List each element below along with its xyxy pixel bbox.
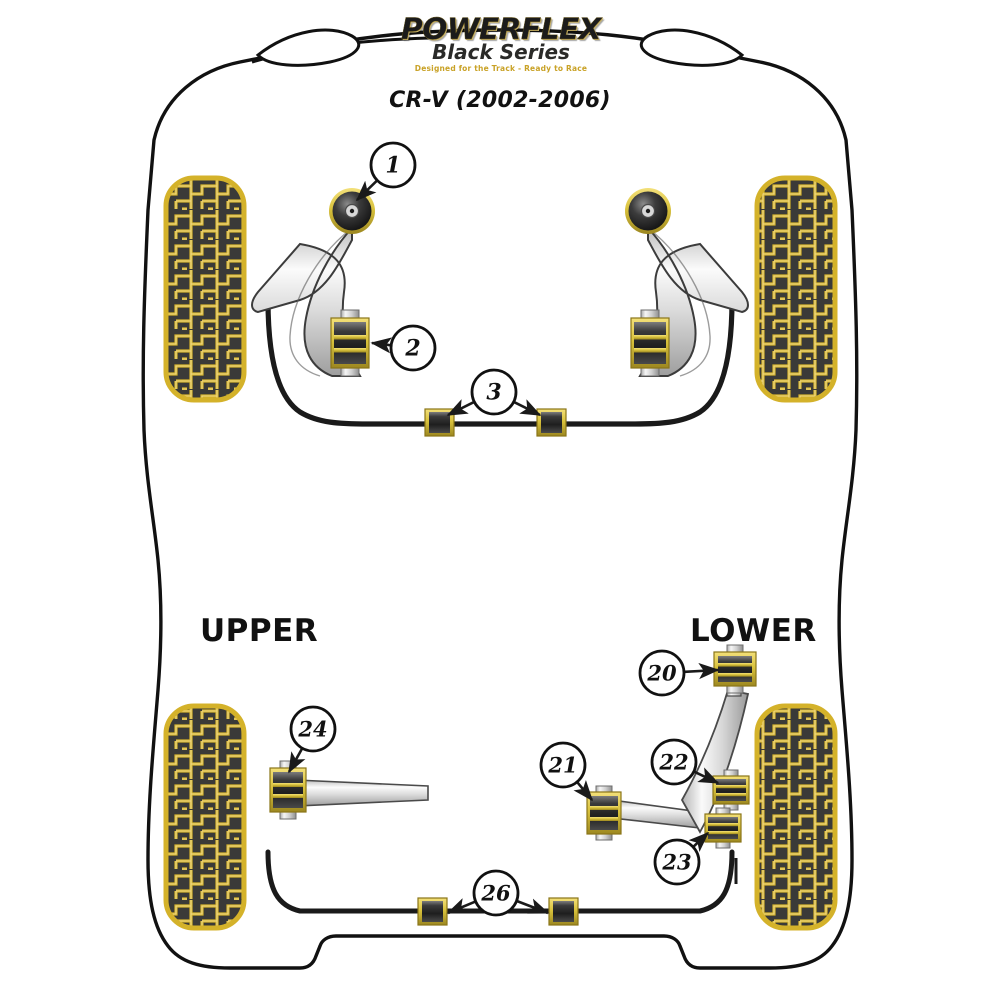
callout-number: 24 [297, 717, 327, 742]
callout-20[interactable]: 20 [638, 649, 720, 697]
callout-leader [688, 831, 710, 853]
rear-upper-arm [269, 760, 429, 820]
callout-bubble[interactable] [289, 705, 337, 753]
front-left-tyre [163, 175, 247, 403]
rear-lower-control-arm [680, 644, 757, 849]
upper-axle-label: UPPER [200, 613, 319, 649]
front-left-ball-joint [329, 188, 375, 234]
rear-lower-arm-bottom-bush [704, 807, 742, 849]
front-arb-bush-right [536, 408, 567, 437]
callout-leader [446, 898, 476, 915]
callout-3[interactable]: 3 [446, 368, 542, 417]
callout-leader [694, 767, 720, 785]
rear-lower-arm-top-bush [713, 644, 757, 694]
car-body-outline [141, 28, 859, 970]
callout-leader [287, 748, 306, 774]
callout-23[interactable]: 23 [653, 831, 710, 886]
callout-bubble[interactable] [539, 741, 587, 789]
callout-leader [517, 898, 550, 915]
callout-bubble[interactable] [650, 738, 698, 786]
callout-leader [446, 399, 475, 417]
callout-number: 1 [385, 153, 400, 179]
callout-number: 2 [404, 336, 420, 362]
callout-leader [370, 337, 393, 354]
rear-arb-bush-right [548, 897, 579, 926]
callout-number: 3 [486, 380, 501, 406]
callout-number: 21 [547, 753, 577, 778]
callout-22[interactable]: 22 [650, 738, 720, 786]
lower-axle-label: LOWER [690, 613, 817, 649]
rear-left-tyre [163, 703, 247, 931]
rear-lower-arm-mid-bush [712, 769, 750, 811]
callout-number: 23 [661, 850, 691, 875]
callout-1[interactable]: 1 [355, 141, 417, 202]
callout-bubble[interactable] [389, 324, 437, 372]
callout-2[interactable]: 2 [370, 324, 437, 372]
rear-right-tyre [754, 703, 838, 931]
callout-number: 22 [658, 750, 688, 775]
callout-leader [355, 180, 378, 202]
callout-bubble[interactable] [472, 869, 520, 917]
callout-bubble[interactable] [470, 368, 518, 416]
front-right-tyre [754, 175, 838, 403]
callout-leader [513, 399, 542, 417]
rear-arb-bush-left [417, 897, 448, 926]
callout-leader [684, 662, 720, 680]
callout-number: 26 [480, 881, 511, 906]
callout-bubble[interactable] [653, 838, 701, 886]
callout-bubble[interactable] [638, 649, 686, 697]
page-title: CR-V (2002-2006) [389, 88, 611, 113]
rear-lateral-link [586, 785, 701, 841]
callout-number: 20 [646, 661, 677, 686]
tyres [163, 175, 838, 931]
callout-bubble[interactable] [369, 141, 417, 189]
callout-21[interactable]: 21 [539, 741, 594, 802]
callout-24[interactable]: 24 [287, 705, 337, 774]
front-left-wishbone-bush [330, 309, 370, 377]
callout-26[interactable]: 26 [446, 869, 550, 917]
callout-leader [573, 780, 594, 802]
front-right-wishbone-bush [630, 309, 670, 377]
front-anti-roll-bar [265, 297, 735, 427]
front-right-ball-joint [625, 188, 671, 234]
